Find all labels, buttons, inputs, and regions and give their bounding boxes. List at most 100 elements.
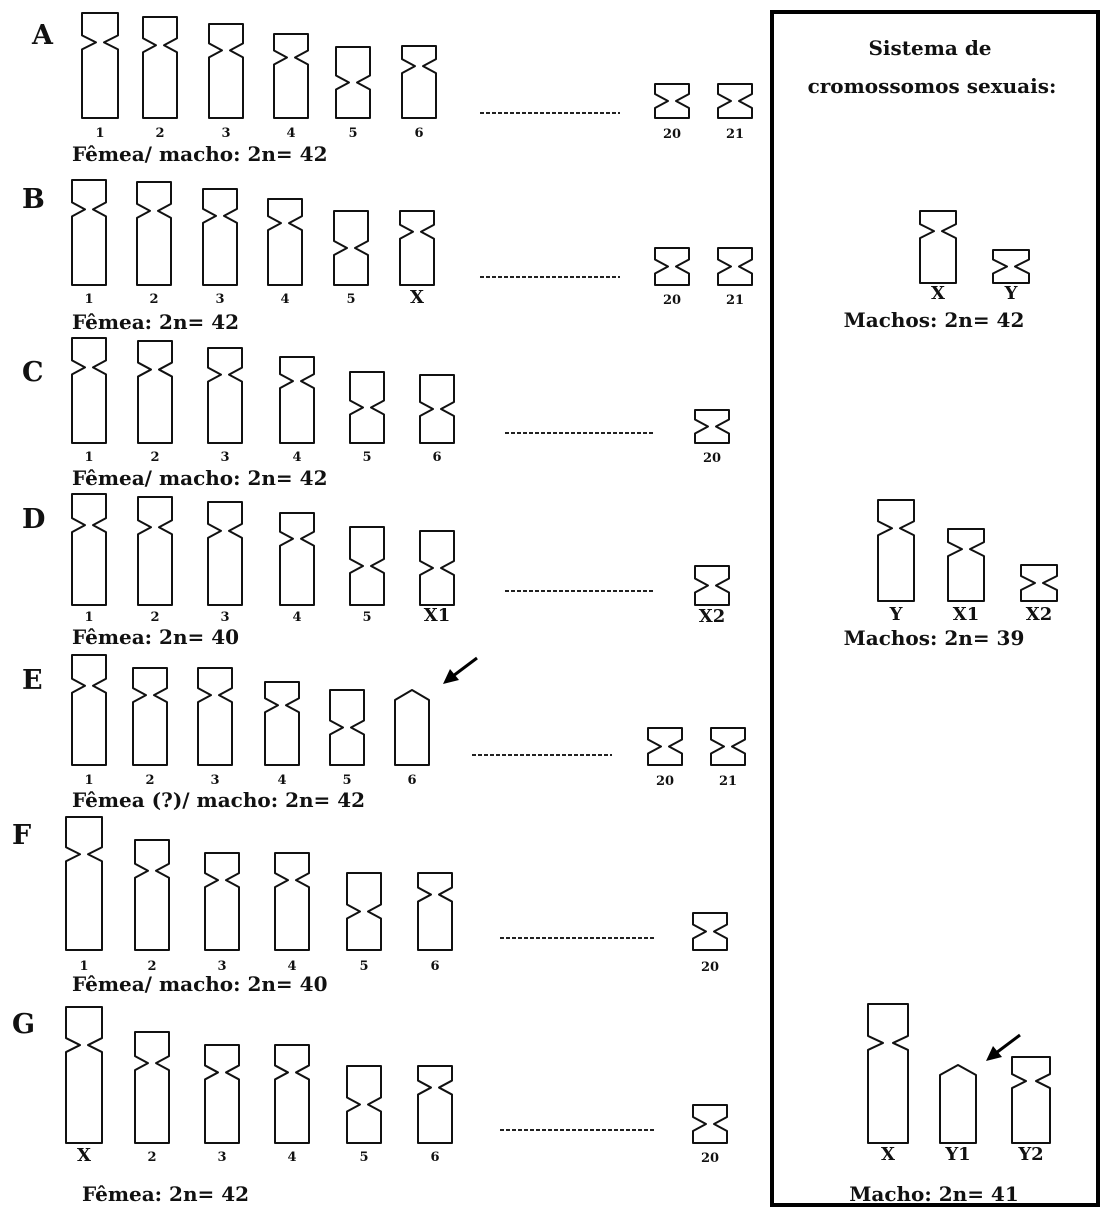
- chromosome-label-3: 3: [220, 450, 229, 465]
- karyotype-rows: A1234562021Fêmea/ macho: 2n= 42B12345X20…: [12, 13, 752, 1206]
- chromosome-label-20: 20: [656, 774, 674, 789]
- chromosome-label-5: 5: [348, 126, 357, 141]
- chromosome-4: [280, 357, 314, 443]
- row-label-g: G: [12, 1009, 35, 1040]
- chromosome-1: [66, 817, 102, 950]
- row-caption: Fêmea/ macho: 2n= 42: [72, 466, 327, 490]
- sex-chromosome-x1: [948, 529, 984, 601]
- chromosome-x1: [420, 531, 454, 605]
- chromosome-6: [420, 375, 454, 443]
- chromosome-label-4: 4: [287, 1150, 296, 1165]
- chromosome-label-1: 1: [95, 126, 104, 141]
- chromosome-label-2: 2: [150, 610, 159, 625]
- chromosome-label-4: 4: [292, 450, 301, 465]
- chromosome-label-1: 1: [84, 450, 93, 465]
- chromosome-label-4: 4: [277, 773, 286, 788]
- chromosome-20: [655, 248, 689, 285]
- chromosome-label-2: 2: [145, 773, 154, 788]
- chromosome-2: [135, 840, 169, 950]
- chromosome-1: [82, 13, 118, 118]
- chromosome-20: [693, 1105, 727, 1143]
- sex-chromosome-y: [993, 250, 1029, 283]
- karyotype-row-d: D12345X1X2Fêmea: 2n= 40: [22, 494, 729, 649]
- chromosome-label-6: 6: [407, 773, 416, 788]
- chromosome-label-6: 6: [414, 126, 423, 141]
- chromosome-2: [138, 341, 172, 443]
- chromosome-4: [275, 1045, 309, 1143]
- sex-system-caption: Machos: 2n= 42: [844, 308, 1025, 332]
- chromosome-1: [72, 180, 106, 285]
- chromosome-label-5: 5: [362, 610, 371, 625]
- chromosome-2: [143, 17, 177, 118]
- chromosome-5: [336, 47, 370, 118]
- chromosome-6: [418, 873, 452, 950]
- sex-chromosome-y: [878, 500, 914, 601]
- sex-chromosome-label-y2: Y2: [1017, 1144, 1043, 1165]
- sex-chromosome-x: [868, 1004, 908, 1143]
- chromosome-label-6: 6: [432, 450, 441, 465]
- chromosome-label-3: 3: [215, 292, 224, 307]
- chromosome-label-5: 5: [359, 1150, 368, 1165]
- chromosome-6: [402, 46, 436, 118]
- chromosome-label-x: X: [77, 1145, 91, 1166]
- chromosome-21: [718, 84, 752, 118]
- chromosome-label-20: 20: [703, 451, 721, 466]
- sex-chromosome-label-y: Y: [889, 604, 904, 625]
- chromosome-label-21: 21: [726, 293, 744, 308]
- chromosome-label-4: 4: [292, 610, 301, 625]
- chromosome-label-20: 20: [701, 1151, 719, 1166]
- sex-chromosome-label-y1: Y1: [944, 1144, 970, 1165]
- sex-system-caption: Macho: 2n= 41: [849, 1182, 1019, 1206]
- sex-chromosome-label-x: X: [881, 1144, 895, 1165]
- chromosome-label-x: X: [410, 287, 424, 308]
- chromosome-5: [350, 527, 384, 605]
- chromosome-3: [208, 502, 242, 605]
- chromosome-2: [135, 1032, 169, 1143]
- chromosome-1: [72, 338, 106, 443]
- sex-chromosome-y2: [1012, 1057, 1050, 1143]
- chromosome-6: [395, 690, 429, 765]
- row-label-f: F: [12, 820, 31, 851]
- chromosome-label-4: 4: [286, 126, 295, 141]
- chromosome-2: [138, 497, 172, 605]
- chromosome-label-3: 3: [210, 773, 219, 788]
- chromosome-3: [208, 348, 242, 443]
- chromosome-x: [400, 211, 434, 285]
- chromosome-label-x1: X1: [424, 605, 451, 626]
- chromosome-2: [133, 668, 167, 765]
- chromosome-label-2: 2: [149, 292, 158, 307]
- panel-title-line1: Sistema de: [868, 36, 991, 60]
- chromosome-21: [711, 728, 745, 765]
- chromosome-5: [334, 211, 368, 285]
- chromosome-3: [205, 1045, 239, 1143]
- sex-pointer-arrow-head: [986, 1046, 1002, 1061]
- chromosome-20: [695, 410, 729, 443]
- row-caption: Fêmea/ macho: 2n= 40: [72, 972, 327, 996]
- chromosome-20: [693, 913, 727, 950]
- chromosome-label-20: 20: [663, 127, 681, 142]
- pointer-arrow-head: [443, 669, 459, 684]
- sex-chromosome-x2: [1021, 565, 1057, 601]
- sex-chromosome-x: [920, 211, 956, 283]
- chromosome-3: [209, 24, 243, 118]
- sex-system-caption: Machos: 2n= 39: [844, 626, 1025, 650]
- chromosome-label-2: 2: [147, 1150, 156, 1165]
- sex-chromosome-label-x1: X1: [953, 604, 980, 625]
- chromosome-6: [418, 1066, 452, 1143]
- sex-chromosome-label-x2: X2: [1026, 604, 1053, 625]
- chromosome-label-5: 5: [359, 959, 368, 974]
- chromosome-label-20: 20: [663, 293, 681, 308]
- chromosome-4: [265, 682, 299, 765]
- chromosome-label-5: 5: [362, 450, 371, 465]
- chromosome-5: [347, 873, 381, 950]
- sex-pointer-arrow-shaft: [996, 1035, 1020, 1053]
- row-label-b: B: [22, 184, 45, 215]
- chromosome-label-5: 5: [346, 292, 355, 307]
- chromosome-5: [347, 1066, 381, 1143]
